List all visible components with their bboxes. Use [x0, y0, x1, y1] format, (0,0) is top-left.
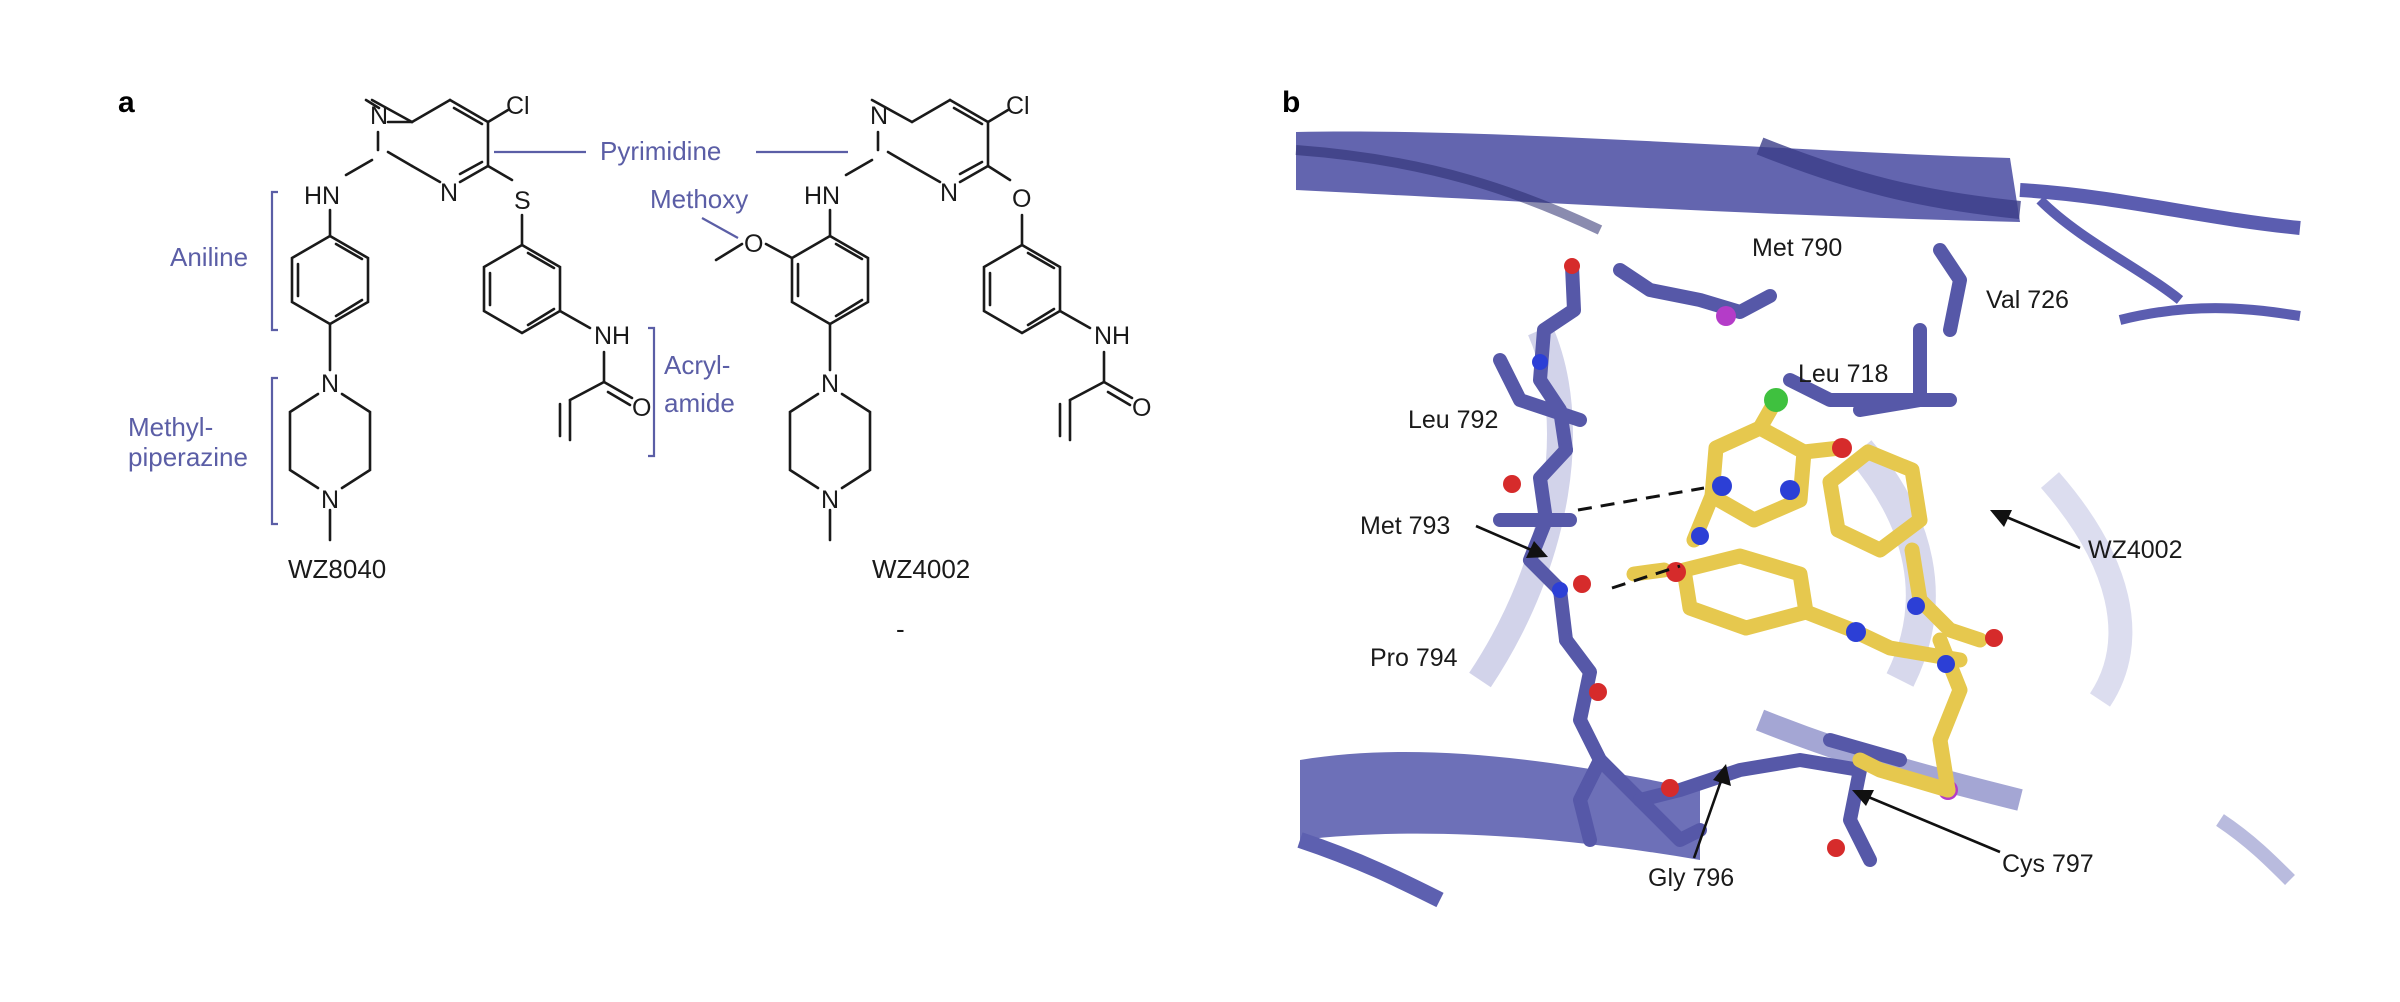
wz4002-phenyl-ring [982, 213, 1092, 335]
wz8040-atom-nh: NH [594, 322, 630, 350]
wz8040-atom-cl: Cl [506, 92, 530, 120]
label-val726: Val 726 [1986, 286, 2069, 314]
wz4002-atom-n1: N [870, 102, 888, 130]
label-met793: Met 793 [1360, 512, 1450, 540]
wz8040-atom-s: S [514, 187, 531, 215]
arrow-gly796 [1692, 777, 1724, 859]
label-arrows [1475, 510, 2081, 859]
arrow-wz4002 [2003, 514, 2081, 550]
label-cys797: Cys 797 [2002, 850, 2094, 878]
methoxy-label: Methoxy [650, 184, 748, 214]
wz8040-atom-hn: HN [304, 182, 340, 210]
wz8040-aniline-ring [290, 208, 370, 372]
panel-b-label: b [1282, 86, 1300, 119]
wz4002-atom-o-methoxy: O [744, 230, 763, 258]
methylpiperazine-bracket [270, 376, 278, 526]
wz8040-phenyl-ring [482, 213, 592, 335]
wz4002-atom-o-link: O [1012, 185, 1031, 213]
arrow-met793 [1475, 524, 1537, 554]
pyrimidine-label: Pyrimidine [600, 136, 721, 166]
wz4002-atom-cl: Cl [1006, 92, 1030, 120]
wz4002-atom-n4: N [821, 486, 839, 514]
label-met790: Met 790 [1752, 234, 1842, 262]
wz4002-annotations: Methoxy [650, 184, 748, 239]
wz8040-annotations: Aniline Methyl- piperazine Acryl- amide … [128, 136, 848, 526]
panel-b: b [1282, 86, 2301, 908]
methoxy-leader [701, 217, 739, 239]
wz8040-pyrimidine-ring [344, 98, 514, 184]
label-leu792: Leu 792 [1408, 406, 1498, 434]
wz4002-aniline-ring [714, 208, 870, 372]
wz4002-piperazine-ring [788, 392, 872, 542]
wz4002-pyrimidine-ring [844, 98, 1012, 184]
aniline-label: Aniline [170, 242, 248, 272]
acrylamide-label-line2: amide [664, 388, 735, 418]
protein-structure-image [1295, 131, 2301, 908]
label-gly796: Gly 796 [1648, 864, 1734, 892]
label-pro794: Pro 794 [1370, 644, 1458, 672]
panel-a: a N N Cl [118, 86, 1151, 644]
wz4002-acrylamide [1058, 350, 1134, 442]
label-wz4002: WZ4002 [2088, 536, 2182, 564]
wz8040-piperazine-ring [288, 392, 372, 542]
wz4002-structure: N N Cl HN O O N N [714, 92, 1151, 542]
wz8040-atom-o: O [632, 394, 651, 422]
acrylamide-label-line1: Acryl- [664, 350, 730, 380]
label-leu718: Leu 718 [1798, 360, 1888, 388]
aniline-bracket [270, 190, 278, 332]
wz4002-atom-nh: NH [1094, 322, 1130, 350]
wz4002-atom-hn: HN [804, 182, 840, 210]
wz8040-atom-n2: N [440, 179, 458, 207]
wz8040-name: WZ8040 [288, 554, 386, 584]
wz8040-atom-n4: N [321, 486, 339, 514]
wz4002-atom-n3: N [821, 370, 839, 398]
wz8040-atom-n3: N [321, 370, 339, 398]
wz4002-atom-n2: N [940, 179, 958, 207]
stray-mark: - [896, 614, 905, 644]
methylpiperazine-label-line2: piperazine [128, 442, 248, 472]
acrylamide-bracket [648, 326, 656, 458]
wz8040-structure: N N Cl HN S N N [288, 92, 651, 542]
arrow-cys797 [1865, 794, 2001, 854]
wz8040-acrylamide [558, 350, 634, 442]
wz4002-name: WZ4002 [872, 554, 970, 584]
wz4002-atom-o: O [1132, 394, 1151, 422]
wz8040-atom-n1: N [370, 102, 388, 130]
methylpiperazine-label-line1: Methyl- [128, 412, 213, 442]
panel-a-label: a [118, 86, 135, 119]
